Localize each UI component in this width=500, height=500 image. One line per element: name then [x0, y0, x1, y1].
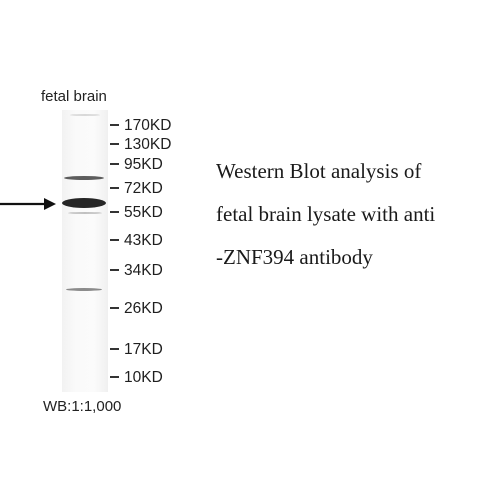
- marker-72kd: 72KD: [110, 179, 163, 199]
- marker-170kd: 170KD: [110, 116, 171, 136]
- marker-10kd: 10KD: [110, 368, 163, 388]
- caption-line-3: -ZNF394 antibody: [216, 245, 373, 269]
- band-lower: [66, 288, 102, 291]
- dilution-label: WB:1:1,000: [43, 398, 122, 415]
- caption: Western Blot analysis of fetal brain lys…: [216, 150, 496, 279]
- blot-lane: [62, 110, 108, 392]
- marker-tick: [110, 268, 119, 271]
- caption-line-2: fetal brain lysate with anti: [216, 202, 436, 226]
- marker-tick: [110, 210, 119, 213]
- caption-line-1: Western Blot analysis of: [216, 159, 422, 183]
- marker-95kd: 95KD: [110, 155, 163, 175]
- marker-tick: [110, 306, 119, 309]
- band-faint-mid: [68, 212, 102, 214]
- marker-43kd: 43KD: [110, 231, 163, 251]
- marker-tick: [110, 186, 119, 189]
- marker-17kd: 17KD: [110, 340, 163, 360]
- marker-130kd: 130KD: [110, 135, 171, 155]
- band-upper: [64, 176, 104, 180]
- marker-tick: [110, 162, 119, 165]
- marker-tick: [110, 142, 119, 145]
- arrow-pointer-icon: [0, 198, 56, 210]
- lane-label: fetal brain: [41, 88, 107, 105]
- marker-tick: [110, 347, 119, 350]
- marker-tick: [110, 238, 119, 241]
- marker-tick: [110, 123, 119, 126]
- marker-34kd: 34KD: [110, 261, 163, 281]
- band-main: [62, 198, 106, 208]
- marker-tick: [110, 375, 119, 378]
- marker-26kd: 26KD: [110, 299, 163, 319]
- marker-55kd: 55KD: [110, 203, 163, 223]
- band-faint-top: [70, 114, 100, 116]
